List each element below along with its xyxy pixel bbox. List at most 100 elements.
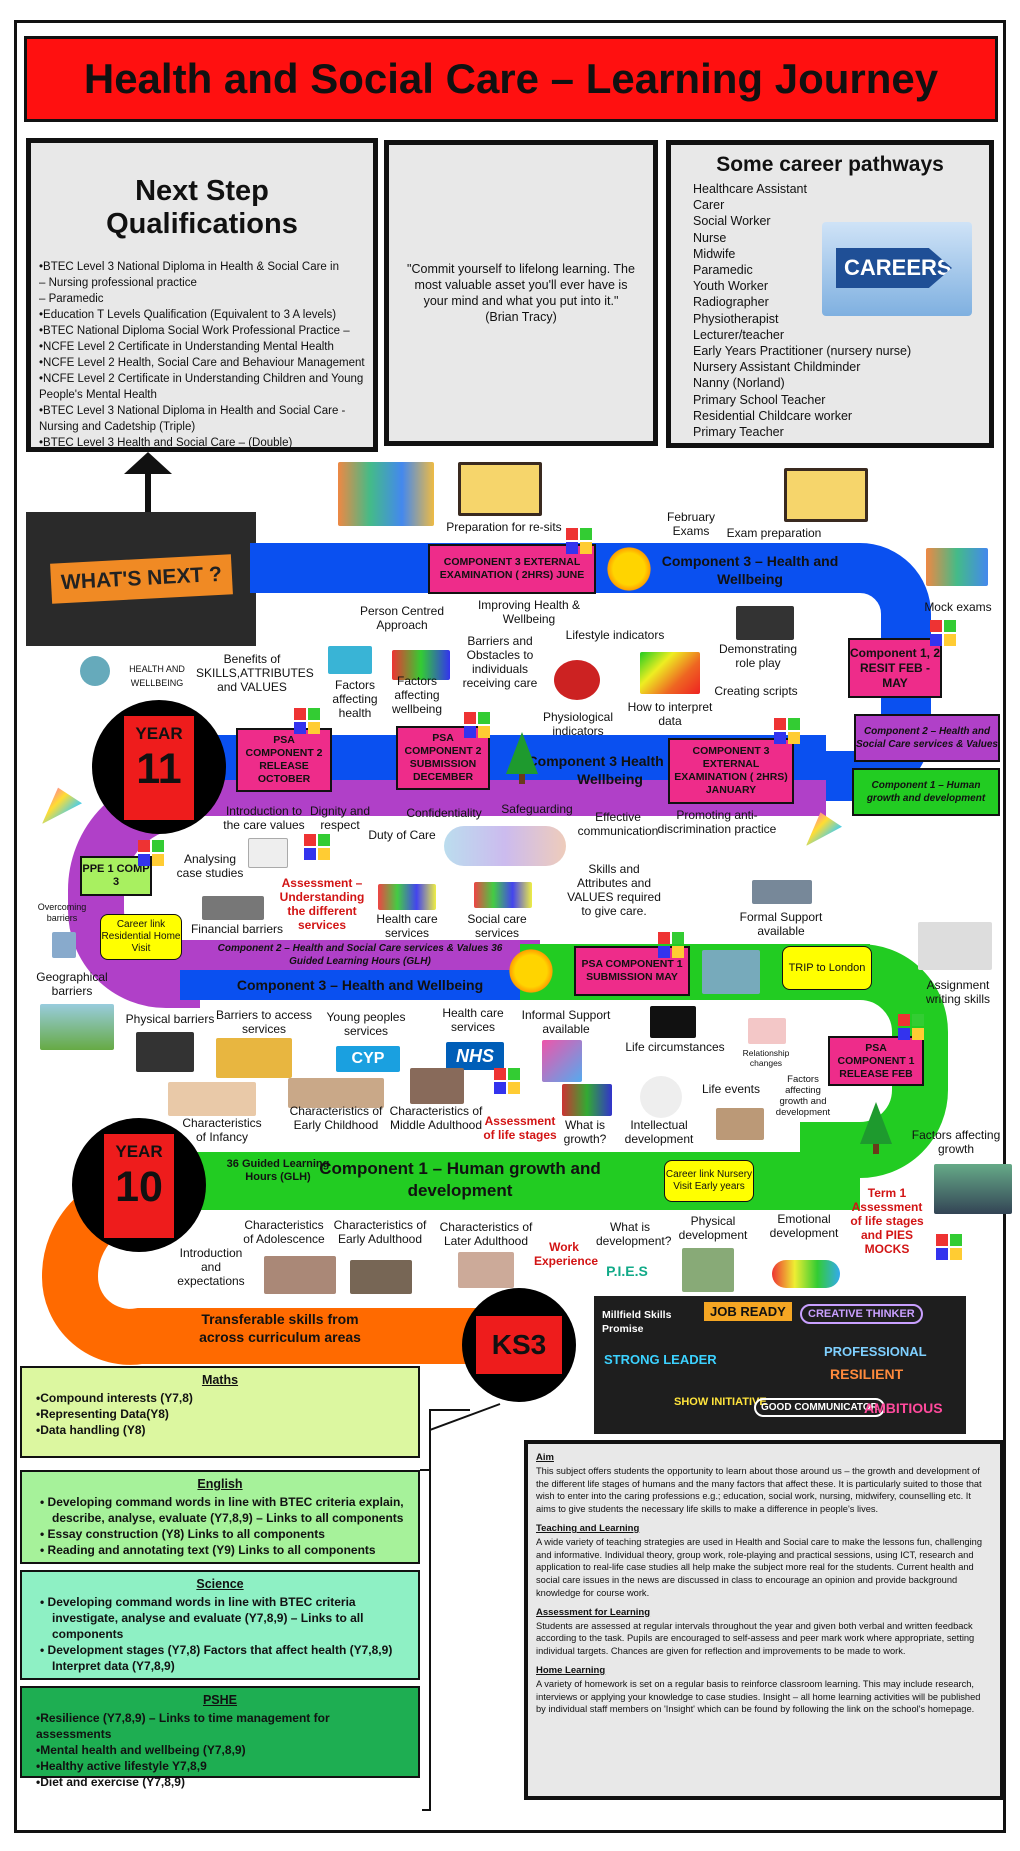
action-clapper-image — [736, 606, 794, 640]
list-item: •BTEC Level 3 Health and Social Care – (… — [39, 437, 293, 449]
year-11-badge: YEAR 11 — [92, 700, 226, 834]
info-panel: Aim This subject offers students the opp… — [524, 1440, 1004, 1800]
teens-image — [264, 1256, 336, 1294]
label-benefits: Benefits of SKILLS,ATTRIBUTES and VALUES — [196, 652, 314, 694]
life-events-image — [716, 1108, 764, 1140]
label-lifestyle: Lifestyle indicators — [565, 628, 665, 642]
list-item: •Data handling (Y8) — [36, 1423, 146, 1437]
psa-comp1-submission: PSA COMPONENT 1 SUBMISSION MAY — [574, 946, 690, 996]
resit-box: Component 1, 2 RESIT FEB - MAY — [848, 638, 942, 698]
ppe-box: PPE 1 COMP 3 — [80, 856, 152, 896]
careers-sign-text: CAREERS — [836, 248, 952, 288]
label-early-adulthood: Characteristics of Early Adulthood — [333, 1218, 427, 1246]
label-emotional-dev: Emotional development — [769, 1212, 839, 1240]
question-mark-icon — [248, 838, 288, 868]
warning-sign-image — [216, 1038, 292, 1078]
growth-chart-image — [562, 1084, 612, 1116]
next-step-list: •BTEC Level 3 National Diploma in Health… — [39, 259, 365, 451]
english-title: English — [197, 1477, 243, 1491]
glh-label: 36 Guided Learning Hours (GLH) — [226, 1158, 330, 1183]
crowd-image — [378, 884, 436, 910]
quote-text: "Commit yourself to lifelong learning. T… — [407, 262, 635, 308]
i-can-do-it-note-image — [784, 468, 868, 522]
year-10-number: 10 — [115, 1163, 163, 1211]
road-image — [40, 1004, 114, 1050]
heart-icon — [80, 656, 110, 686]
list-item: Social Worker — [693, 214, 771, 229]
science-panel: Science • Developing command words in li… — [20, 1570, 420, 1680]
skill-good-communicator: GOOD COMMUNICATOR — [754, 1398, 885, 1417]
puzzle-icon — [464, 712, 490, 738]
label-informal-support: Informal Support available — [521, 1008, 611, 1036]
skill-creative-thinker: CREATIVE THINKER — [800, 1304, 923, 1324]
label-social-services: Social care services — [467, 912, 527, 940]
comp2-tag: Component 2 – Health and Social Care ser… — [854, 714, 1000, 762]
label-formal-support: Formal Support available — [739, 910, 823, 938]
list-item: Early Years Practitioner (nursery nurse) — [693, 344, 912, 359]
label-physical-dev: Physical development — [678, 1214, 748, 1242]
label-what-development: What is development? — [596, 1220, 672, 1248]
list-item: •BTEC Level 3 National Diploma in Health… — [39, 261, 339, 273]
label-confidentiality: Confidentiality — [406, 806, 482, 820]
label-assessment-services: Assessment – Understanding the different… — [279, 876, 365, 932]
science-list: • Developing command words in line with … — [36, 1594, 404, 1674]
comp2-band: Component 2 – Health and Social Care ser… — [217, 943, 503, 967]
label-assignment-writing: Assignment writing skills — [925, 978, 990, 1006]
english-list: • Developing command words in line with … — [36, 1494, 404, 1558]
list-item: •Representing Data(Y8) — [36, 1407, 169, 1421]
list-item: Physiotherapist — [693, 311, 779, 326]
career-link-nursery: Career link Nursery Visit Early years — [664, 1160, 754, 1202]
whats-next-image: WHAT'S NEXT ? — [26, 512, 256, 646]
label-factors-health: Factors affecting health — [332, 678, 378, 720]
list-item: •Healthy active lifestyle Y7,8,9 — [36, 1759, 207, 1773]
quote-panel: "Commit yourself to lifelong learning. T… — [384, 140, 658, 446]
elderly-image — [458, 1252, 514, 1288]
label-demo-role-play: Demonstrating role play — [718, 642, 798, 670]
list-item: – Paramedic — [39, 293, 104, 305]
list-item: •Compound interests (Y7,8) — [36, 1391, 193, 1405]
psa-comp1-release: PSA COMPONENT 1 RELEASE FEB — [828, 1036, 924, 1086]
next-step-panel: Next Step Qualifications •BTEC Level 3 N… — [26, 138, 378, 452]
list-item: •Education T Levels Qualification (Equiv… — [39, 309, 337, 321]
puzzle-icon — [494, 1068, 520, 1094]
list-item: •BTEC National Diploma Social Work Profe… — [39, 325, 350, 337]
skill-show-initiative: SHOW INITIATIVE — [674, 1396, 767, 1408]
maths-panel: Maths •Compound interests (Y7,8) •Repres… — [20, 1366, 420, 1458]
label-physical-barriers: Physical barriers — [125, 1012, 215, 1026]
hands-image — [748, 1018, 786, 1044]
label-health-care-services: Health care services — [442, 1006, 504, 1034]
heart-monitor-image — [554, 660, 600, 700]
kids-image — [288, 1078, 384, 1108]
family-image — [410, 1068, 464, 1104]
support-image — [542, 1040, 582, 1082]
label-middle-adulthood: Characteristics of Middle Adulthood — [389, 1104, 483, 1132]
puzzle-icon — [304, 834, 330, 860]
arrow-up-icon — [124, 452, 172, 512]
label-skills-attr: Skills and Attributes and VALUES require… — [567, 862, 661, 918]
page-frame — [14, 20, 1006, 1833]
skill-resilient: RESILIENT — [830, 1366, 904, 1382]
psa-comp2-release: PSA COMPONENT 2 RELEASE OCTOBER — [236, 728, 332, 792]
home-learning-text: A variety of homework is set on a regula… — [536, 1678, 981, 1715]
quote-author: (Brian Tracy) — [485, 310, 557, 324]
skill-job-ready: JOB READY — [704, 1302, 792, 1321]
list-item: • Reading and annotating text (Y9) Links… — [40, 1543, 376, 1557]
teaching-title: Teaching and Learning — [536, 1522, 640, 1534]
list-item: Midwife — [693, 246, 736, 261]
financial-image — [202, 896, 264, 920]
list-item: Nanny (Norland) — [693, 376, 785, 391]
physical-dev-image — [682, 1248, 734, 1292]
crowd-image — [474, 882, 532, 908]
label-what-growth: What is growth? — [563, 1118, 607, 1146]
label-work-experience: Work Experience — [534, 1240, 599, 1268]
people-image — [752, 880, 812, 904]
year-10-badge: YEAR 10 — [72, 1118, 206, 1252]
children-image — [702, 950, 760, 994]
label-factors-affecting-gd: Factors affecting growth and development — [775, 1074, 831, 1118]
label-infancy: Characteristics of Infancy — [182, 1116, 262, 1144]
exams-blocks-image — [338, 462, 434, 526]
english-panel: English • Developing command words in li… — [20, 1470, 420, 1564]
puzzle-icon — [930, 620, 956, 646]
label-assessment-life: Assessment of life stages — [483, 1114, 557, 1142]
list-item: Paramedic — [693, 263, 753, 278]
